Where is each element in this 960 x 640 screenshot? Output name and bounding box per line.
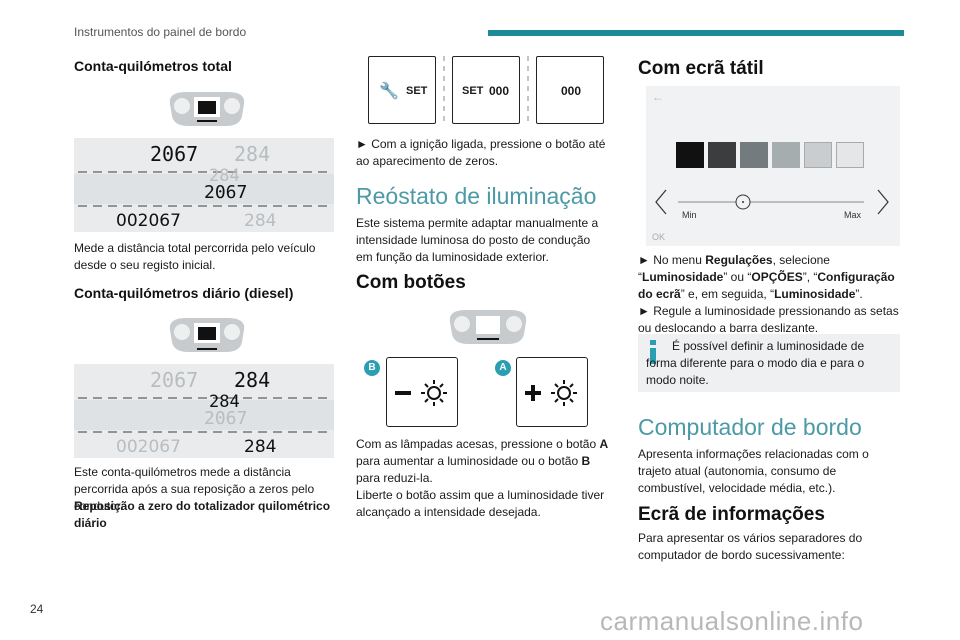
odometer-total-display: 2067 284 284 2067 002067 284 [74,138,334,232]
brightness-swatch [740,142,768,168]
instrument-cluster-icon [449,310,527,344]
lcd-top-right: 284 [234,142,271,166]
plus-sun-icon [525,380,577,406]
info-text: É possível definir a luminosidade de for… [646,339,865,387]
text-run: ► Regule a luminosidade pressionando as … [638,304,899,335]
lcd-bottom-right: 284 [244,437,277,457]
text-run: ”. [855,287,863,301]
text-run: para reduzi-la. [356,471,433,485]
lcd-top-right: 284 [234,368,271,392]
text-bold: Configuração do ecrã [638,270,895,301]
text-run: ”, “ [802,270,818,284]
text-bold: Regulações [705,253,773,267]
trip-odometer-description: Este conta-quilómetros mede a distância … [74,465,315,513]
trip-computer-description: Apresenta informações relacionadas com o… [638,447,869,495]
lcd-top-left: 2067 [150,142,199,166]
separator [443,56,445,124]
section-title-total-odometer: Conta-quilómetros total [74,58,232,74]
info-icon [650,340,656,364]
info-screen-description: Para apresentar os vários separadores do… [638,531,863,562]
brightness-swatch [772,142,800,168]
callout-b: B [364,360,380,376]
brightness-swatch [676,142,704,168]
arrow-left-icon[interactable] [655,189,667,215]
wrench-icon: 🔧 [379,83,399,100]
arrow-right-icon[interactable] [877,189,889,215]
dim-button-b [386,357,458,427]
lcd-mid-bottom: 2067 [204,182,248,203]
buttons-instruction: Com as lâmpadas acesas, pressione o botã… [356,436,610,521]
text-run: Com as lâmpadas acesas, pressione o botã… [356,437,600,451]
callout-a: A [495,360,511,376]
text-run: ” e, em seguida, “ [680,287,775,301]
back-arrow-icon: ← [652,90,664,104]
set-label: SET [406,85,428,97]
text-bold: Luminosidade [774,287,856,301]
running-header: Instrumentos do painel de bordo [74,25,247,39]
heading-info-screen: Ecrã de informações [638,504,825,525]
min-label: Min [682,210,697,220]
heading-trip-computer: Computador de bordo [638,414,862,440]
page-number: 24 [30,602,44,616]
ok-button[interactable]: OK [652,232,666,242]
section-title-trip-odometer: Conta-quilómetros diário (diesel) [74,285,293,301]
brightness-swatch [804,142,832,168]
reset-instruction: ► Com a ignição ligada, pressione o botã… [356,137,606,168]
lcd-top-left: 2067 [150,368,199,392]
text-run: ► No menu [638,253,706,267]
instrument-cluster-icon [169,318,245,352]
reset-trip-heading: Reposição a zero do totalizador quilomét… [74,499,331,530]
watermark: carmanualsonline.info [600,606,864,636]
brightness-swatch [836,142,864,168]
brighten-button-a [516,357,588,427]
header-accent-bar [488,30,904,36]
lcd-mid-top: 284 [209,392,240,412]
text-bold: Luminosidade [642,270,724,284]
brightness-swatch [708,142,736,168]
zero-value: 000 [489,84,510,98]
minus-sun-icon [395,380,447,406]
set-panel-3: 000 [536,56,604,124]
text-run: , selecione “ [638,253,830,284]
zero-value: 000 [561,84,582,98]
heading-lighting-rheostat: Reóstato de iluminação [356,183,597,209]
set-panel-1: 🔧 SET [368,56,436,124]
text-run: Liberte o botão assim que a luminosidade… [356,488,605,519]
brightness-screen: ← Min Max OK [646,86,900,246]
lcd-bottom-right: 284 [244,211,277,231]
text-bold-b: B [581,454,591,468]
rheostat-description: Este sistema permite adaptar manualmente… [356,216,599,264]
lcd-mid-top: 284 [209,166,240,186]
text-run: ” ou “ [723,270,752,284]
lcd-bottom-left: 002067 [116,437,181,457]
text-bold: OPÇÕES [751,270,803,284]
max-label: Max [844,210,862,220]
heading-touch-screen: Com ecrã tátil [638,58,764,79]
lcd-bottom-left: 002067 [116,211,181,231]
separator [527,56,529,124]
heading-with-buttons: Com botões [356,272,466,293]
text-bold-a: A [599,437,609,451]
odometer-trip-display: 2067 284 284 2067 002067 284 [74,364,334,458]
text-run: para aumentar a luminosidade ou o botão [356,454,582,468]
brightness-slider[interactable] [652,186,892,220]
heading-trip-odometer: Conta-quilómetros diário (diesel) [74,285,294,301]
set-label: SET [462,85,484,97]
info-note: É possível definir a luminosidade de for… [638,334,900,392]
instrument-cluster-icon [169,92,245,126]
lcd-mid-bottom: 2067 [204,408,248,429]
total-odometer-description: Mede a distância total percorrida pelo v… [74,241,316,272]
heading-total-odometer: Conta-quilómetros total [74,58,232,74]
touch-steps: ► No menu Regulações, selecione “Luminos… [638,252,904,337]
set-panel-2: SET 000 [452,56,520,124]
